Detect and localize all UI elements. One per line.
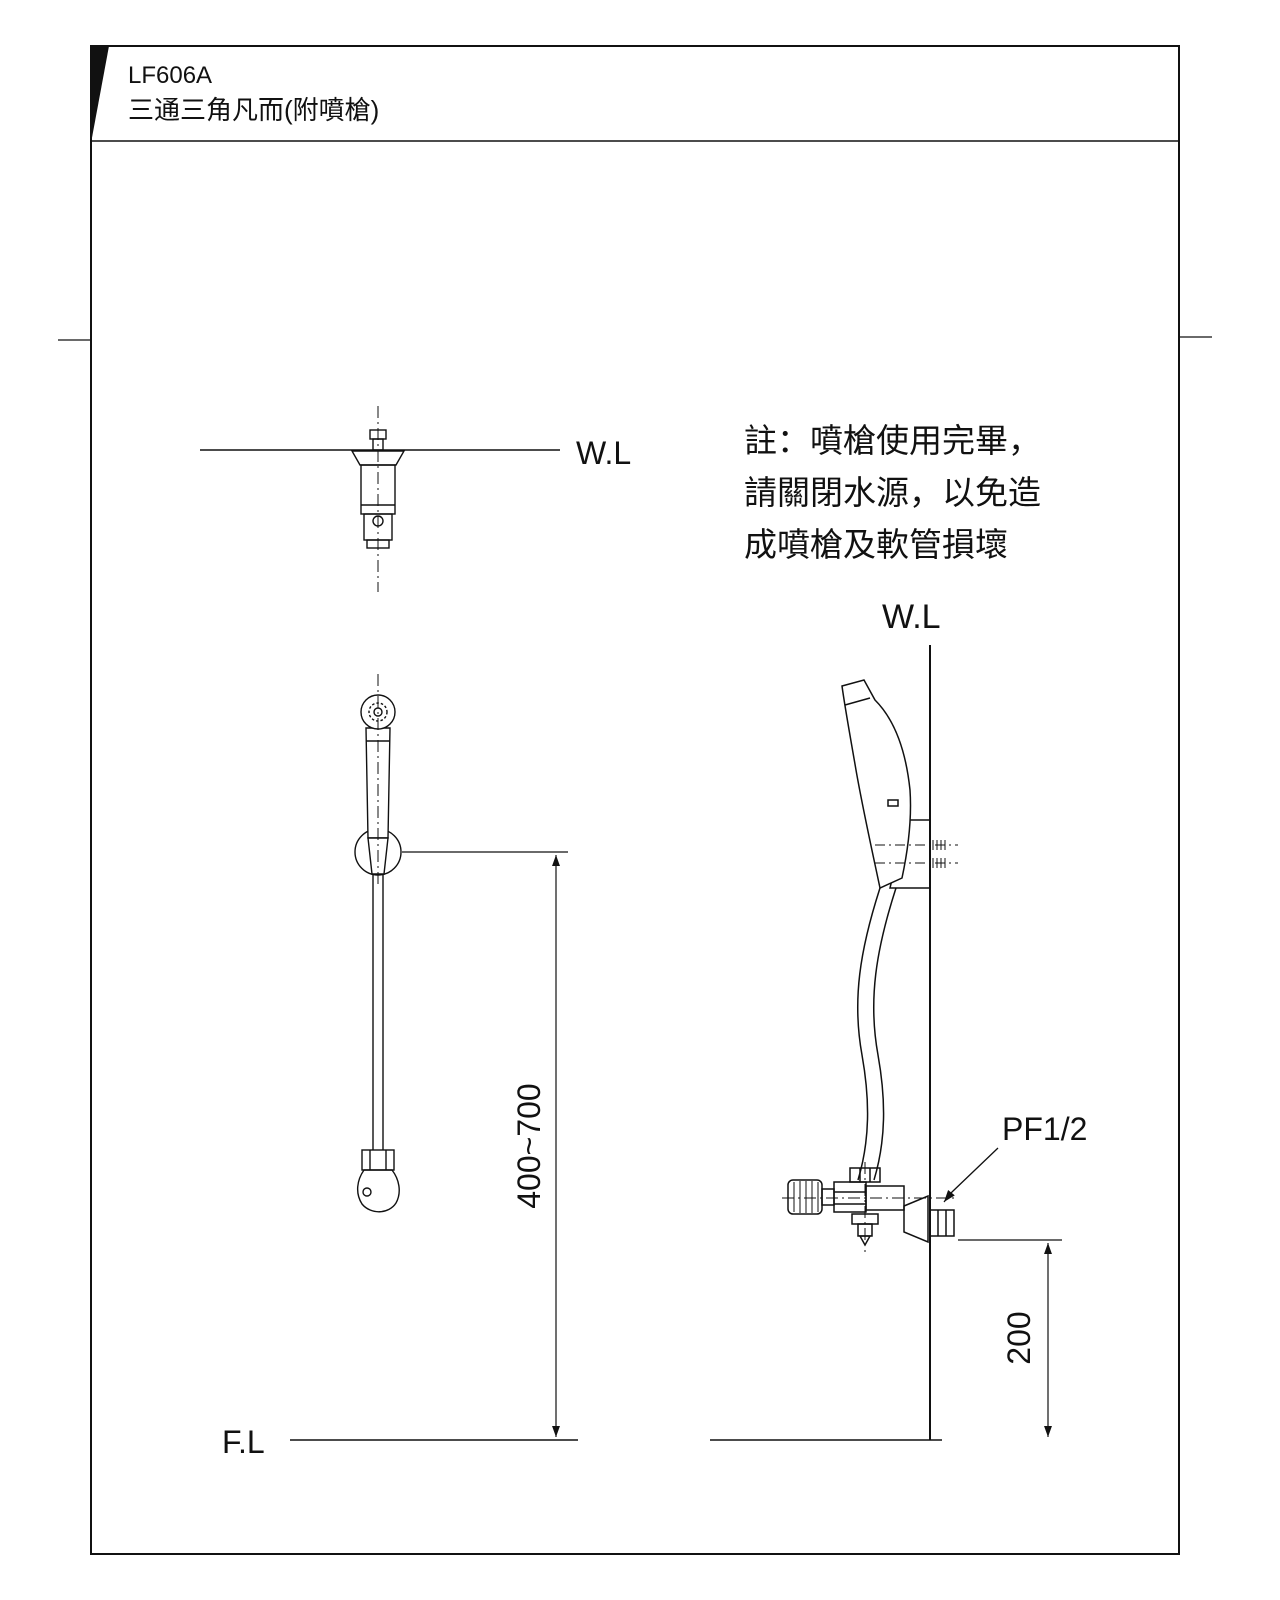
sprayer-side-view xyxy=(841,679,958,1181)
product-name: 三通三角凡而(附噴槍) xyxy=(128,95,379,125)
valve-flange xyxy=(350,450,406,466)
thread-leader-line xyxy=(943,1147,999,1203)
valve-body-side-left xyxy=(833,1181,867,1213)
title-block: LF606A 三通三角凡而(附噴槍) xyxy=(128,62,379,125)
valve-front-view xyxy=(350,406,406,592)
thread-callout: PF1/2 xyxy=(943,1111,1087,1203)
water-line-front: W.L xyxy=(200,435,631,471)
wall-escutcheon xyxy=(903,1194,929,1244)
floor-line-label: F.L xyxy=(222,1424,265,1460)
hose-coupling-bell xyxy=(357,1169,400,1213)
water-line-label-front: W.L xyxy=(576,435,631,471)
note-line-3: 成噴槍及軟管損壞 xyxy=(744,526,1008,563)
corner-mark xyxy=(91,46,109,143)
height-dimension: 400~700 xyxy=(402,851,568,1437)
valve-handle-knob xyxy=(787,1179,823,1215)
knob-knurling xyxy=(793,1181,819,1213)
wall-supply-stub xyxy=(929,1209,955,1237)
hose-side-right-edge xyxy=(872,887,897,1181)
outlet-height-dimension: 200 xyxy=(958,1239,1062,1437)
sprayer-nozzle-line xyxy=(844,697,871,706)
sprayer-front-view xyxy=(354,674,402,1213)
note-line-2: 請關閉水源，以免造 xyxy=(744,474,1041,511)
sprayer-logo-mark xyxy=(887,799,899,807)
screw-threads-lower xyxy=(932,858,946,868)
model-number: LF606A xyxy=(128,62,212,89)
hose-coupling-detail xyxy=(362,1187,372,1197)
valve-stem-side xyxy=(821,1188,835,1206)
outlet-dimension-text: 200 xyxy=(1001,1311,1037,1364)
height-dimension-text: 400~700 xyxy=(511,1083,547,1208)
hose-nut-front xyxy=(361,1149,395,1171)
sprayer-body-side xyxy=(841,679,912,890)
floor-line-left: F.L xyxy=(222,1424,578,1460)
hose-side-left-edge xyxy=(856,887,881,1181)
note-line-1: 註：噴槍使用完畢， xyxy=(744,422,1041,459)
water-line-label-side: W.L xyxy=(882,598,941,636)
thread-label: PF1/2 xyxy=(1002,1111,1087,1147)
sheet-frame xyxy=(58,45,1212,1555)
wall-side: W.L xyxy=(882,598,941,1440)
screw-threads-upper xyxy=(932,840,946,850)
valve-side-view xyxy=(782,1162,956,1252)
usage-note: 註：噴槍使用完畢， 請關閉水源，以免造 成噴槍及軟管損壞 xyxy=(744,422,1041,563)
frame-border xyxy=(90,45,1180,1555)
